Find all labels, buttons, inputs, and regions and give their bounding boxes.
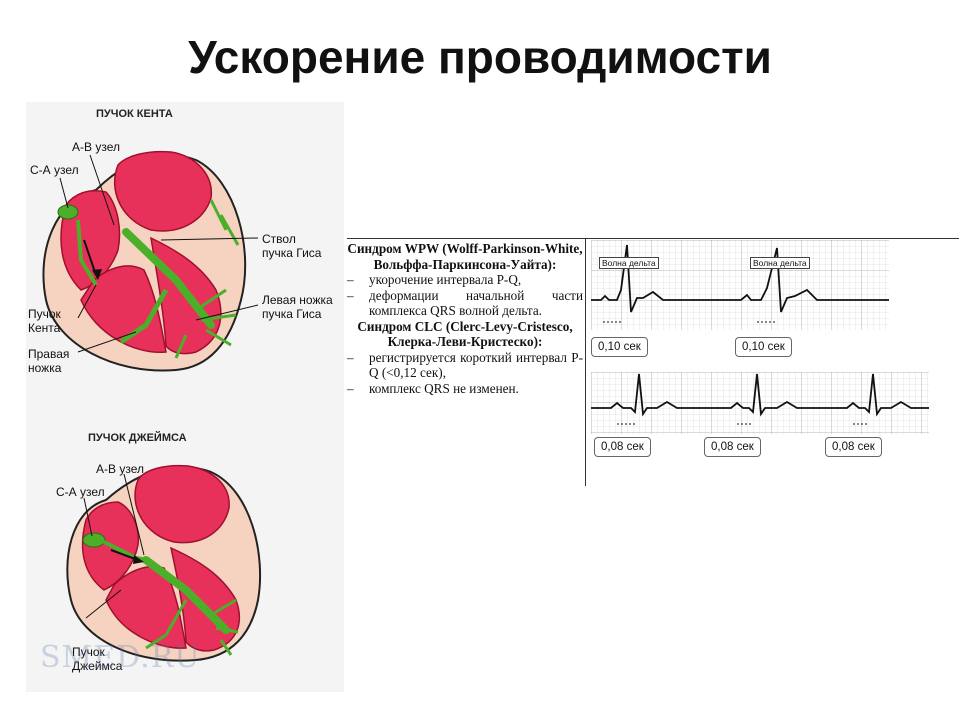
delta-wave-tag: Волна дельта <box>599 257 659 269</box>
james-sa-node-label: С-А узел <box>56 485 105 499</box>
james-arrow <box>110 549 139 561</box>
james-av-node-label: А-В узел <box>96 462 144 476</box>
kent-av-node-label: А-В узел <box>72 140 120 154</box>
delta-wave-tag: Волна дельта <box>750 257 810 269</box>
wpw-interval-label: 0,10 сек <box>735 337 792 357</box>
kent-header: ПУЧОК КЕНТА <box>96 108 173 120</box>
kent-right-ventricle <box>80 265 167 354</box>
kent-left-branches <box>174 199 240 359</box>
clc-interval-label: 0,08 сек <box>704 437 761 457</box>
table-top-rule <box>347 238 959 239</box>
wpw-ecg-grid <box>591 240 889 330</box>
wpw-item: –укорочение интервала P-Q, <box>347 272 522 287</box>
kent-sa-node <box>57 204 79 220</box>
james-his-bundle <box>142 556 230 634</box>
james-left-atrium <box>134 464 230 544</box>
clc-heading: Синдром CLC (Clerc-Levy-Cristesco, Клерк… <box>357 318 573 350</box>
wpw-heading: Синдром WPW (Wolff-Parkinson-White, Воль… <box>347 241 583 272</box>
james-heart-diagram <box>66 464 262 662</box>
james-sa-node <box>82 532 106 548</box>
wpw-ecg-trace <box>591 244 889 313</box>
clc-interval-label: 0,08 сек <box>825 437 882 457</box>
wpw-interval-label: 0,10 сек <box>591 337 648 357</box>
wpw-ecg-strip <box>591 240 889 330</box>
kent-left-atrium <box>113 150 212 232</box>
kent-sa-node-label: С-А узел <box>30 163 79 177</box>
kent-arrow <box>83 239 97 276</box>
clc-ecg-strip <box>591 372 929 434</box>
table-column-rule <box>585 238 586 486</box>
james-header: ПУЧОК ДЖЕЙМСА <box>88 432 187 444</box>
syndrome-text: Синдром WPW (Wolff-Parkinson-White, Воль… <box>347 238 583 486</box>
clc-interval-label: 0,08 сек <box>594 437 651 457</box>
james-branches <box>145 598 239 656</box>
kent-right-bundle <box>119 288 169 345</box>
kent-bundle-path <box>76 219 98 287</box>
clc-item: –регистрируется короткий интервал P-Q (<… <box>347 349 583 381</box>
slide-title: Ускорение проводимости <box>188 31 772 83</box>
wpw-item: –деформации начальной части комплекса QR… <box>347 287 583 319</box>
watermark-logo: SMED.RU <box>40 640 201 675</box>
kent-heart-diagram <box>42 150 259 372</box>
clc-item: –комплекс QRS не изменен. <box>347 380 519 396</box>
kent-his-bundle <box>122 228 215 329</box>
clc-ecg-trace <box>591 373 929 417</box>
